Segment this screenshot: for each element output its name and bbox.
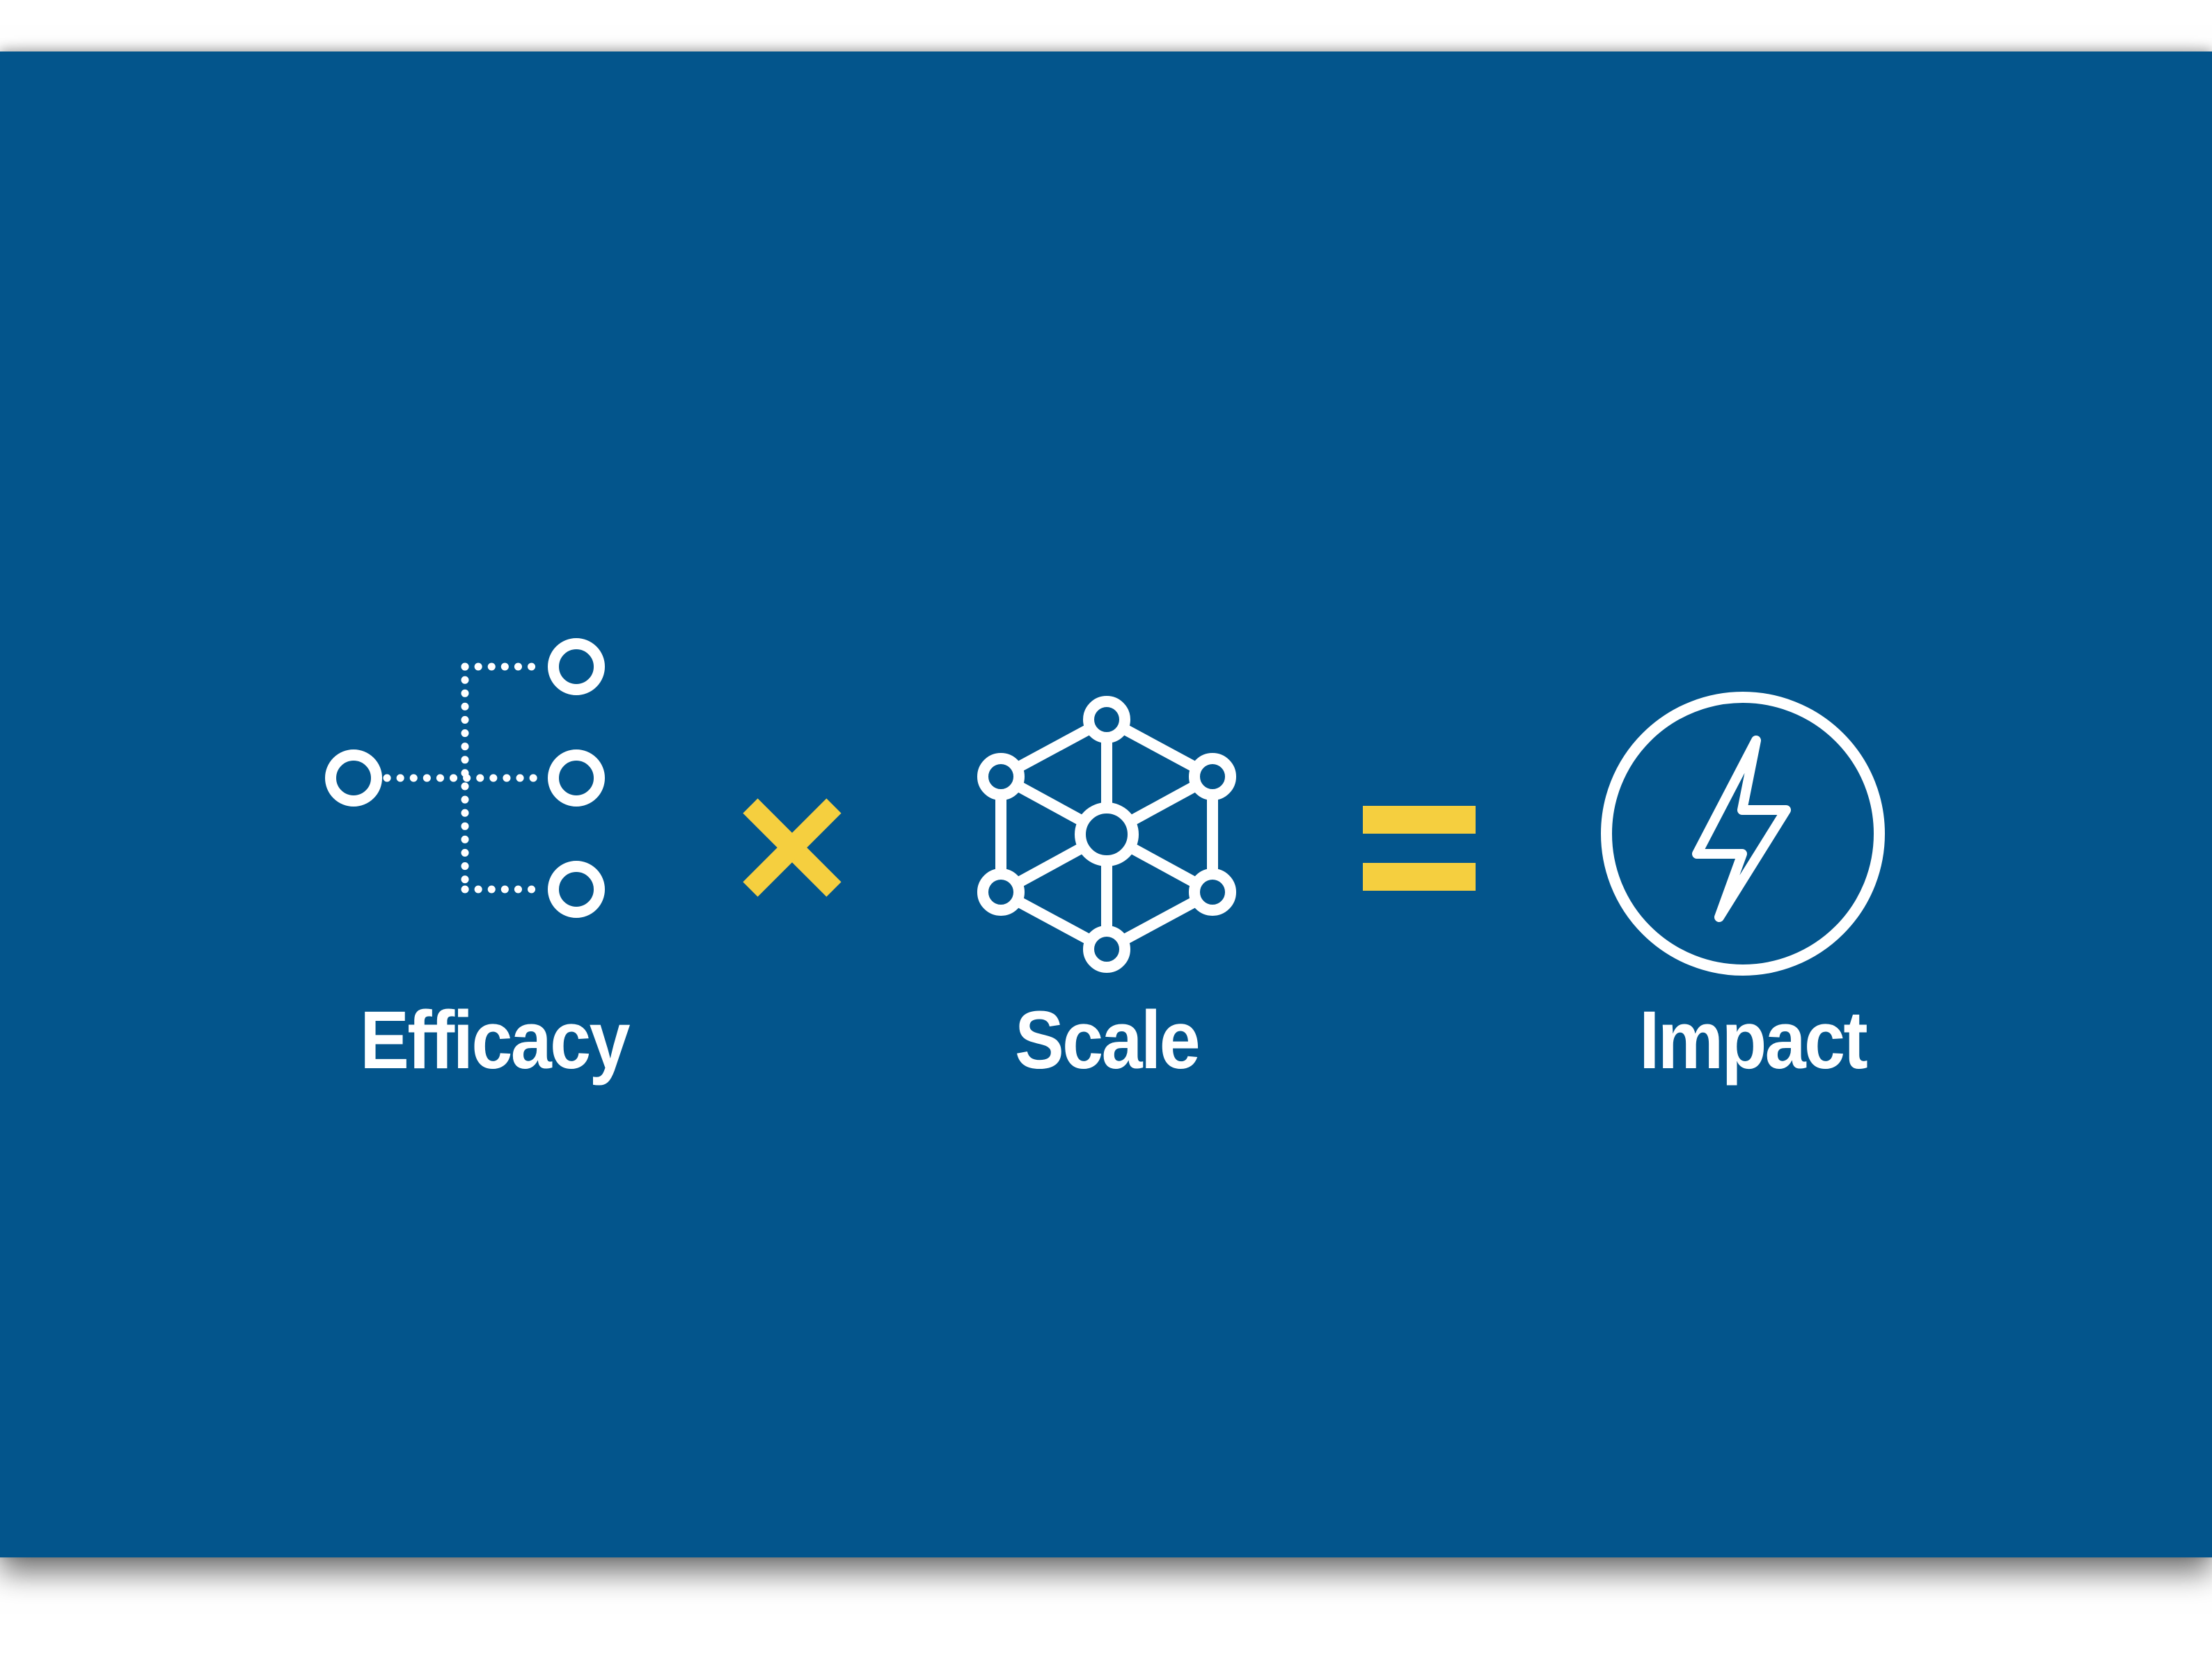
branching-nodes-icon (320, 637, 613, 930)
impact-label: Impact (1638, 994, 1868, 1086)
lightning-bolt-icon (1599, 690, 1886, 977)
scale-label: Scale (1014, 994, 1201, 1086)
equals-icon (1363, 806, 1476, 891)
hexagon-network-icon (974, 692, 1239, 977)
formula-slide: Efficacy Scale Impact (0, 51, 2212, 1557)
efficacy-label: Efficacy (360, 994, 630, 1086)
multiply-icon (741, 796, 844, 899)
impact-formula: Efficacy Scale Impact (0, 51, 2212, 1557)
